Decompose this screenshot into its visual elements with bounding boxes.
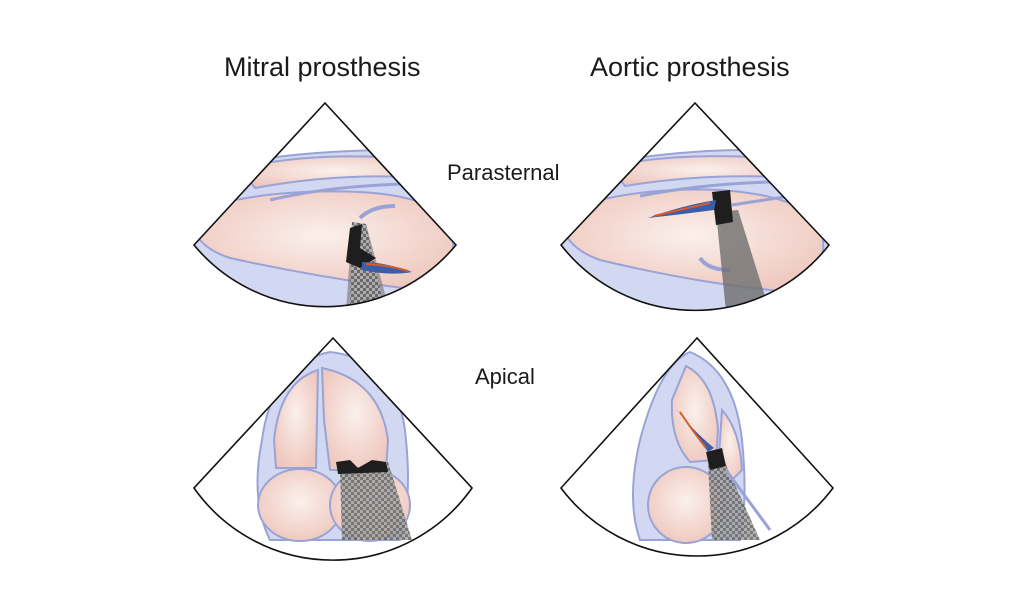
- aortic-parasternal-panel: [559, 101, 831, 312]
- mitral-parasternal-panel: [192, 101, 458, 308]
- parasternal-label: Parasternal: [447, 160, 560, 185]
- mitral-apical-panel: [192, 336, 474, 561]
- apical-label: Apical: [475, 364, 535, 389]
- aortic-prosthesis-title: Aortic prosthesis: [590, 52, 790, 82]
- mitral-prosthesis-title: Mitral prosthesis: [224, 52, 421, 82]
- aortic-apical-panel: [559, 336, 835, 557]
